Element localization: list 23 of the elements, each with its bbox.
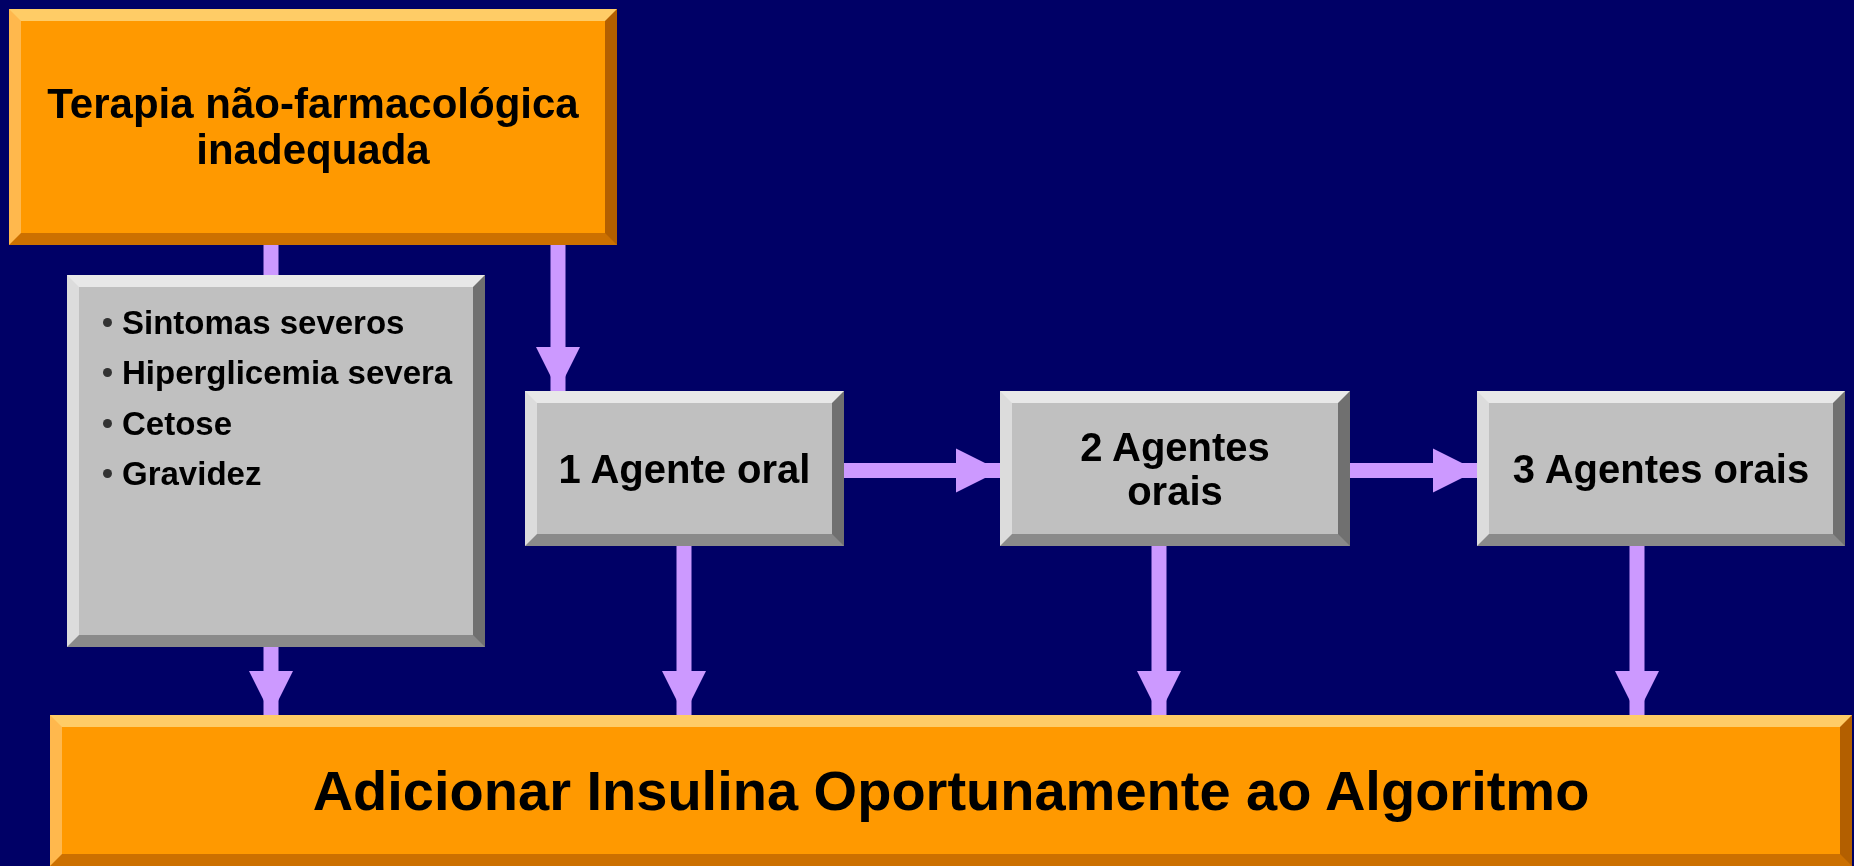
list-item-text: Cetose <box>122 405 233 442</box>
box-label: 1 Agente oral <box>557 446 812 491</box>
list-item-text: Sintomas severos <box>122 305 405 342</box>
criteria-box <box>67 275 485 647</box>
connector-line <box>263 245 279 275</box>
arrow <box>662 546 706 715</box>
process-box <box>9 9 617 245</box>
list-item-text: Gravidez <box>122 455 262 493</box>
list-item-text: Hiperglicemia severa <box>122 355 453 392</box>
arrow <box>536 245 580 391</box>
arrow <box>249 647 293 715</box>
box-label: 2 Agentes orais <box>1079 424 1271 513</box>
arrow <box>1615 546 1659 715</box>
process-box <box>1000 391 1350 546</box>
arrow <box>1350 448 1477 493</box>
box-label: Terapia não-farmacológica inadequada <box>46 80 580 174</box>
box-label: 3 Agentes orais <box>1511 446 1811 491</box>
process-box <box>525 391 844 546</box>
arrow <box>1137 546 1181 715</box>
arrow <box>844 448 1000 493</box>
box-label: Adicionar Insulina Oportunamente ao Algoritmo <box>311 759 1591 822</box>
process-box <box>1477 391 1845 546</box>
action-box <box>50 715 1852 866</box>
